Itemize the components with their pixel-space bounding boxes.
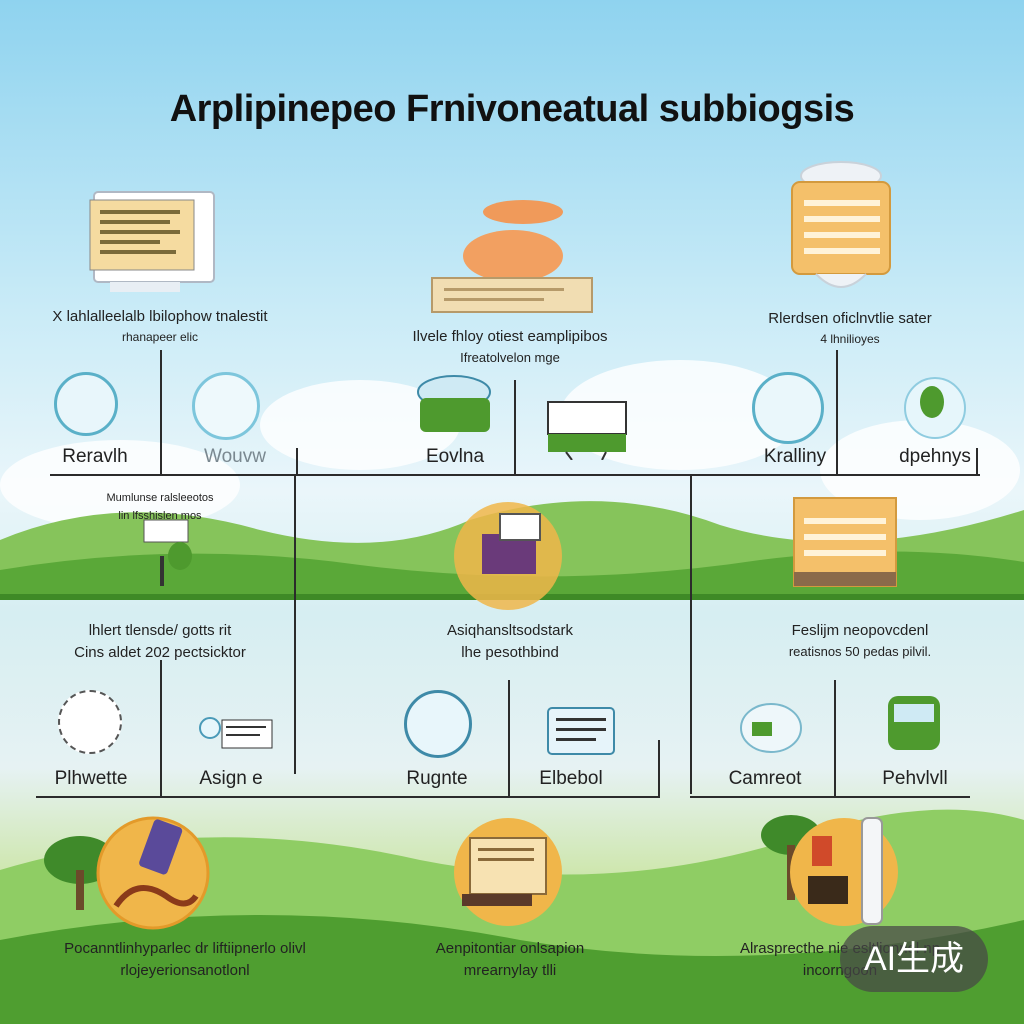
connector-line <box>834 680 836 796</box>
archive-box-icon <box>791 161 891 288</box>
magnifier-circle-icon <box>96 816 210 930</box>
document-panel-icon <box>89 191 215 292</box>
column-subheading: lhe pesothbind <box>461 644 559 661</box>
watermark-badge: AI生成 <box>840 926 988 992</box>
lightbulb-icon <box>54 372 118 436</box>
step-label: Kralliny <box>763 446 827 467</box>
clock-icon <box>58 690 122 754</box>
step-label: Rugnte <box>406 768 468 789</box>
step-label: Reravlh <box>62 446 128 467</box>
connector-line <box>36 796 660 798</box>
connector-line <box>508 680 510 796</box>
step-label: Camreot <box>728 768 802 789</box>
building-icon <box>793 497 897 587</box>
connector-line <box>296 448 298 474</box>
plant-book-icon <box>888 696 940 750</box>
connector-line <box>658 740 660 796</box>
column-heading: Feslijm neopovcdenl <box>791 622 929 639</box>
column-subheading: Cins aldet 202 pectsicktor <box>74 644 246 661</box>
connector-line <box>50 474 980 476</box>
connector-line <box>294 474 296 774</box>
presentation-icon <box>547 401 627 460</box>
step-label: Pehvlvll <box>882 768 948 789</box>
checklist-icon <box>199 717 273 749</box>
column-heading: Aenpitontiar onlsapion <box>435 940 585 957</box>
column-heading: Asiqhansltsodstark <box>447 622 573 639</box>
step-label: Elbebol <box>539 768 603 789</box>
column-subheading: rhanapeer elic <box>121 330 199 344</box>
step-label: Eovlna <box>425 446 485 467</box>
connector-line <box>976 448 978 474</box>
column-subheading: Ifreatolvelon mge <box>460 350 560 365</box>
connector-line <box>690 796 970 798</box>
tree-sign-icon <box>143 519 192 586</box>
leaf-icon <box>904 377 966 439</box>
droplet-icon <box>192 372 260 440</box>
column-subheading: lin lfsshislen mos <box>118 510 202 522</box>
connector-line <box>160 350 162 474</box>
column-subheading: reatisnos 50 pedas pilvil. <box>788 644 932 659</box>
column-heading: X lahlalleelalb lbilophow tnalestit <box>52 308 268 325</box>
step-label: Asign e <box>199 768 263 789</box>
column-heading: Rlerdsen oficlnvtlie sater <box>768 310 932 327</box>
machine-circle-icon <box>454 502 562 610</box>
factory-circle-icon <box>790 817 898 926</box>
step-label: dpehnys <box>899 446 971 467</box>
column-subheading: mrearnylay tlli <box>463 962 557 979</box>
column-heading: Mumlunse ralsleeotos <box>106 492 214 504</box>
step-label: Wouvw <box>204 446 266 467</box>
blueprint-circle-icon <box>454 818 562 926</box>
info-board-icon <box>431 200 593 313</box>
connector-line <box>836 350 838 474</box>
monitor-icon <box>740 703 802 753</box>
notepad-icon <box>547 707 615 755</box>
connector-line <box>690 474 692 794</box>
connector-line <box>514 380 516 474</box>
column-heading: lhlert tlensde/ gotts rit <box>88 622 232 639</box>
column-heading: Pocanntlinhyparlec dr liftiipnerlo olivl <box>64 940 306 957</box>
column-heading: Ilvele fhloy otiest eamplipibos <box>412 328 608 345</box>
globe-icon <box>752 372 824 444</box>
water-cycle-icon <box>404 690 472 758</box>
page-title: Arplipinepeo Frnivoneatual subbiogsis <box>169 88 855 130</box>
step-label: Plhwette <box>54 768 128 789</box>
column-subheading: 4 lhnilioyes <box>820 332 880 346</box>
connector-line <box>160 660 162 796</box>
folder-green-icon <box>417 375 491 432</box>
column-subheading: rlojeyerionsanotlonl <box>120 962 250 979</box>
